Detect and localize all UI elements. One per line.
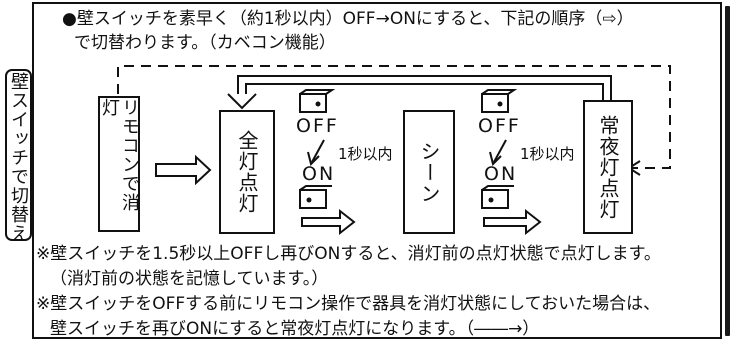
side-label-frame (5, 69, 32, 241)
scrollbar-thumb[interactable] (725, 6, 730, 336)
arrow-1 (155, 154, 212, 186)
state-remote-off: リモコンで消灯 (98, 96, 140, 232)
header-line-1: ●壁スイッチを素早く（約1秒以内）OFF→ONにすると、下記の順序（⇨） (62, 9, 634, 29)
switch-off-icon (481, 89, 518, 113)
note-1: ※壁スイッチを1.5秒以上OFFし再びONすると、消灯前の点灯状態で点灯します。 (36, 244, 661, 264)
header-line-2: で切替わります。（カベコン機能） (74, 33, 336, 53)
within-1s-label: 1秒以内 (520, 145, 575, 163)
return-arrowhead (227, 93, 257, 110)
within-1s-label: 1秒以内 (338, 145, 393, 163)
state-scene: シーン (403, 110, 455, 234)
state-night-label: 常夜灯点灯 (596, 114, 620, 220)
switch-arrow (493, 139, 507, 163)
switch-on-icon (299, 185, 332, 209)
state-remote-off-label: リモコンで消灯 (99, 98, 140, 212)
on-label: ON (484, 163, 518, 185)
switch-off-icon (299, 89, 336, 113)
switch-on-icon (481, 185, 514, 209)
outer-frame (32, 2, 722, 339)
side-label: 壁スイッチで切替え (8, 72, 29, 243)
dashed-return-line (117, 65, 671, 169)
note-3: ※壁スイッチをOFFする前にリモコン操作で器具を消灯状態にしておいた場合は、 (36, 294, 661, 314)
arrow-3 (483, 208, 542, 236)
off-label: OFF (296, 115, 339, 137)
note-2: （消灯前の状態を記憶しています。） (50, 269, 329, 289)
state-scene-label: シーン (417, 140, 441, 204)
scrollbar[interactable] (723, 0, 733, 342)
arrow-2 (301, 208, 356, 236)
on-label: ON (302, 163, 336, 185)
return-outer (245, 83, 604, 100)
state-all-on-label: 全灯点灯 (235, 130, 259, 214)
switch-arrow (311, 139, 325, 163)
return-inner (237, 75, 612, 100)
off-label: OFF (478, 115, 521, 137)
state-night: 常夜灯点灯 (583, 100, 633, 234)
note-4: 壁スイッチを再びONにすると常夜灯点灯になります。（――→） (50, 319, 540, 339)
state-all-on: 全灯点灯 (219, 110, 275, 234)
